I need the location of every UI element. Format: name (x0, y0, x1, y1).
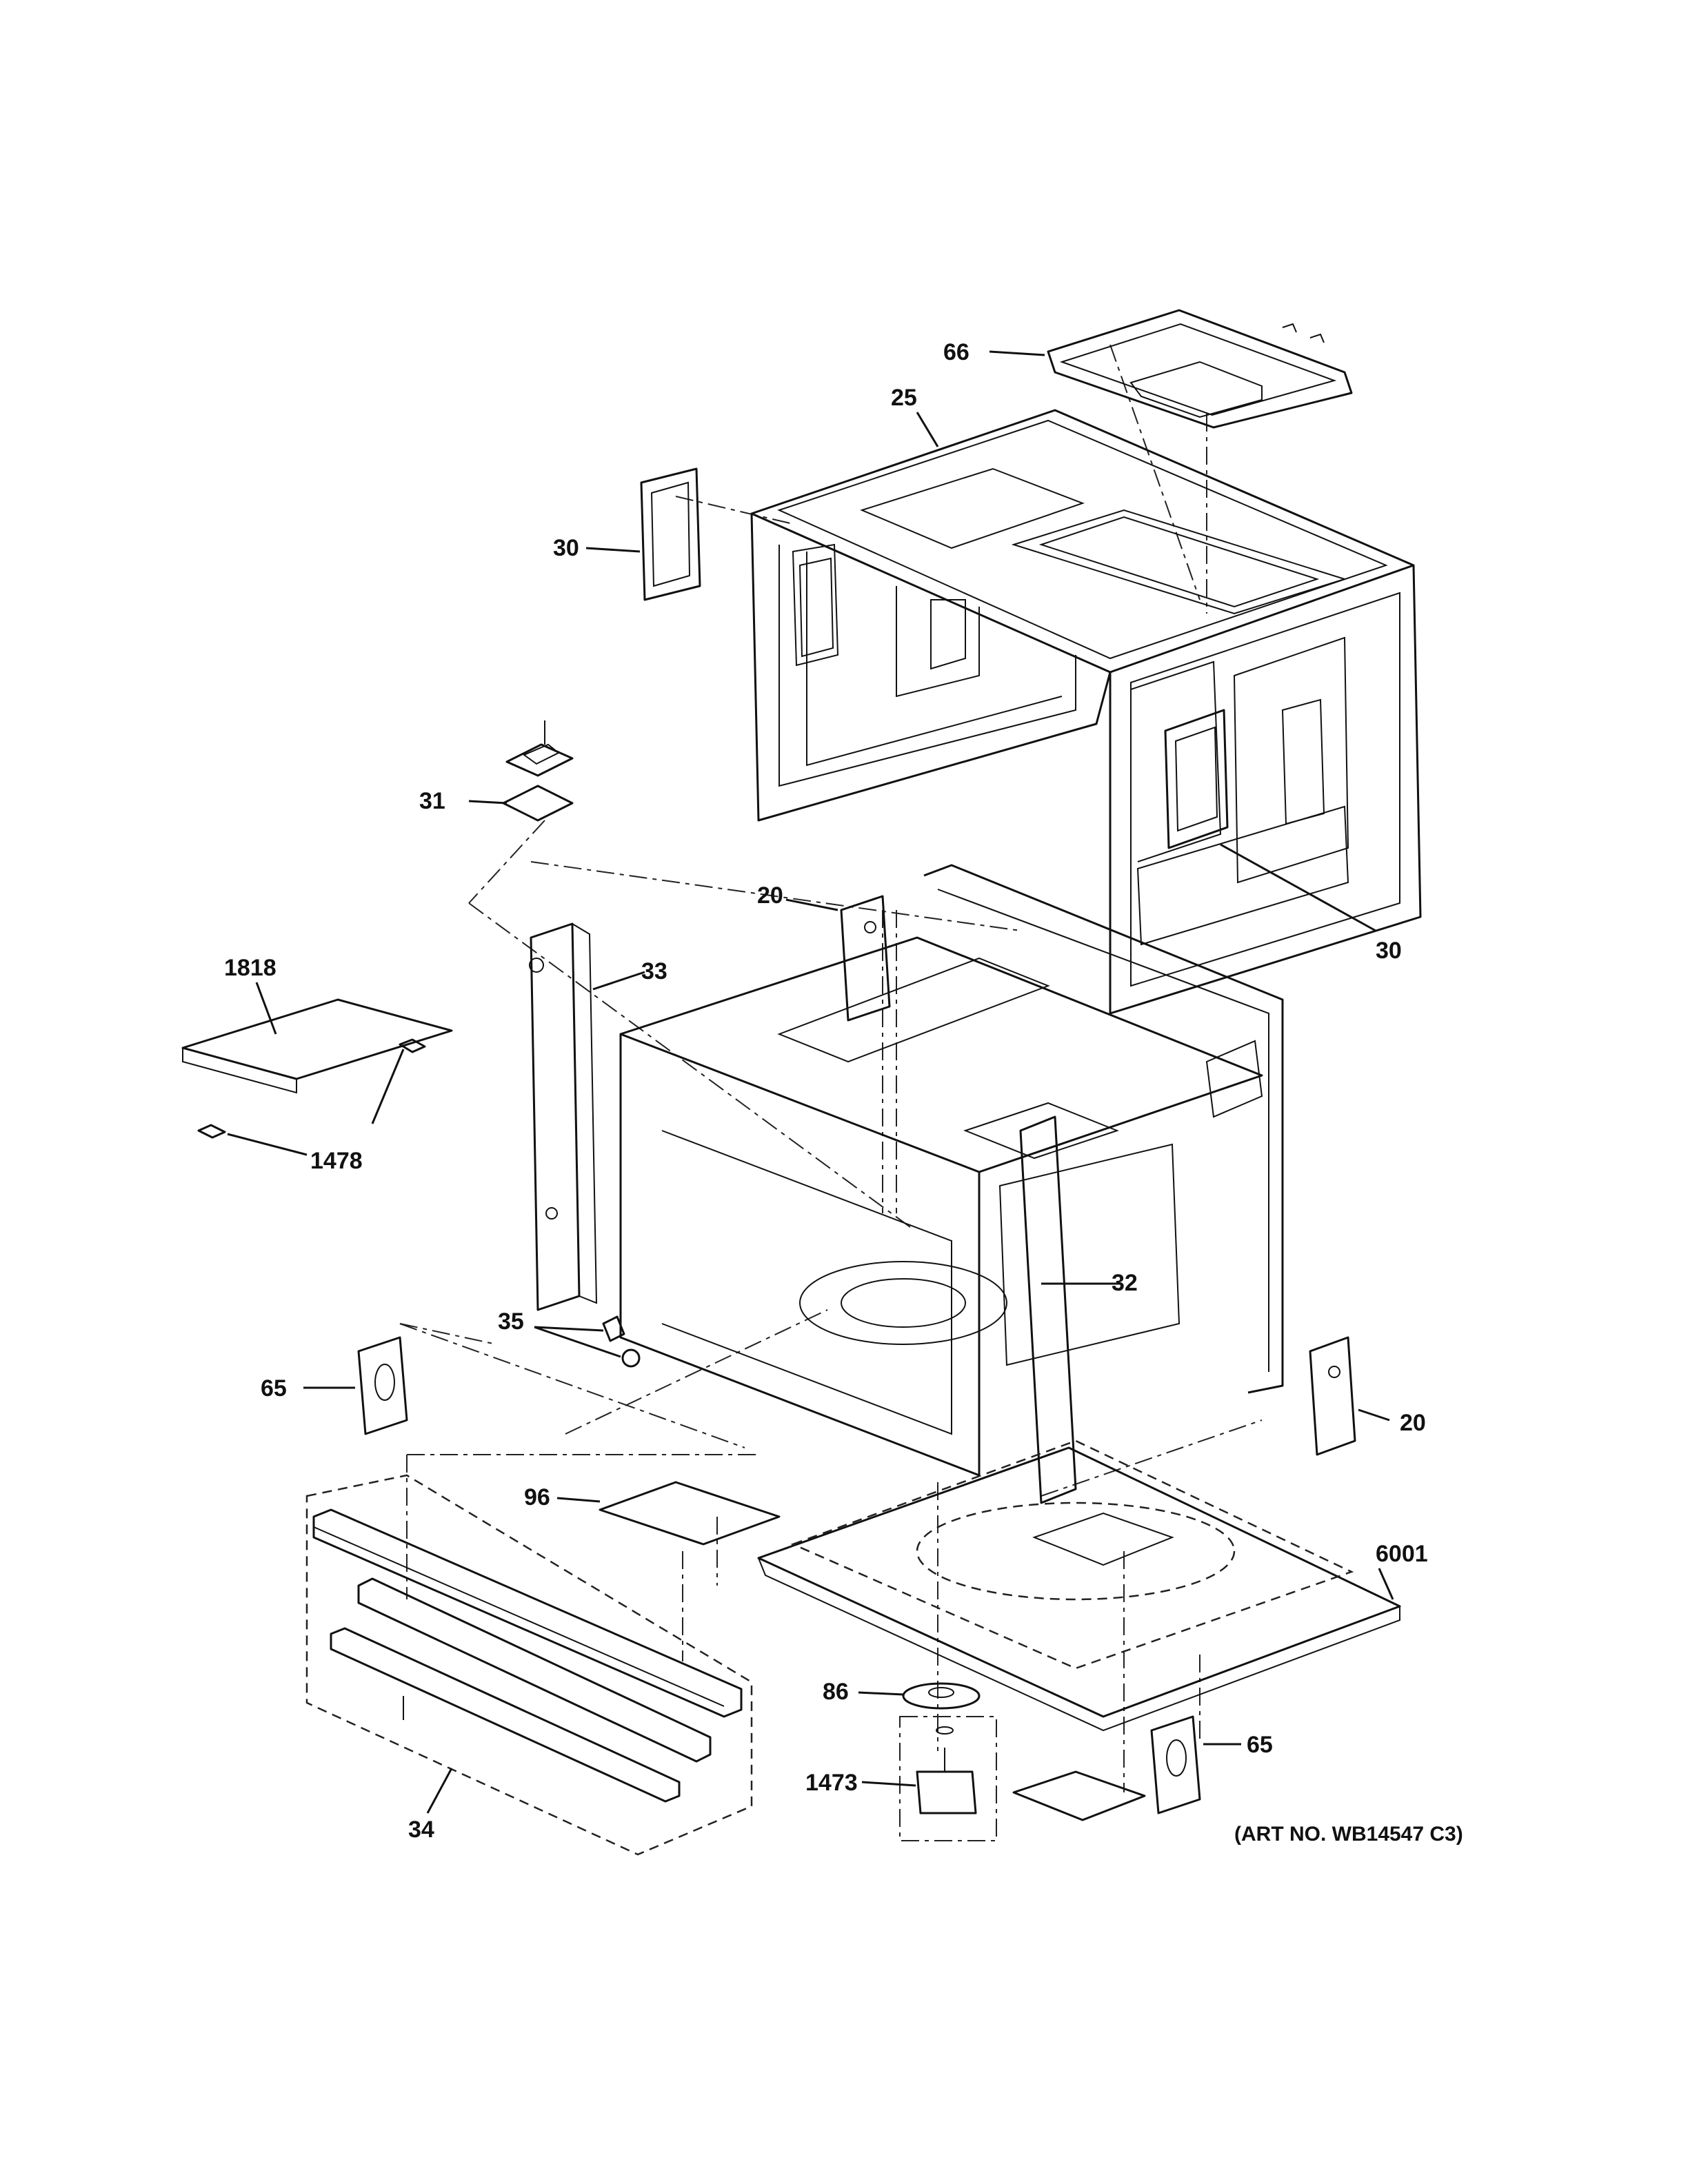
motor-cover (1012, 1770, 1146, 1821)
callout-66: 66 (943, 339, 969, 365)
part-31-sensor (502, 720, 574, 822)
leader-lines (227, 350, 1394, 1814)
callout-34: 34 (408, 1817, 434, 1843)
callout-35: 35 (498, 1308, 524, 1335)
part-20-bracket-bottom (1309, 1336, 1356, 1456)
callout-32: 32 (1112, 1270, 1138, 1296)
callout-6001: 6001 (1376, 1541, 1428, 1567)
callout-1478: 1478 (310, 1148, 363, 1174)
callout-25: 25 (891, 385, 917, 411)
part-20-bracket-top (840, 895, 891, 1022)
part-25-outer-case (750, 409, 1422, 1015)
callout-96: 96 (524, 1484, 550, 1510)
callout-20-bottom: 20 (1400, 1410, 1426, 1436)
part-30-gasket-right (1164, 709, 1229, 849)
callout-20-top: 20 (757, 882, 783, 909)
rear-cavity-panel (923, 864, 1284, 1394)
callout-1818: 1818 (224, 955, 277, 981)
callout-65-right: 65 (1247, 1732, 1273, 1758)
inner-cavity-frame (619, 936, 1263, 1504)
part-1478-feet (197, 1038, 426, 1139)
callout-65-left: 65 (261, 1375, 287, 1402)
part-66-top-cover (1047, 309, 1353, 429)
part-86-coupler (902, 1682, 981, 1710)
part-96-insulation (599, 1481, 781, 1546)
part-30-gasket-left (640, 467, 701, 601)
alignment-lines (399, 344, 1263, 1792)
callout-86: 86 (823, 1679, 849, 1705)
callout-33: 33 (641, 958, 667, 984)
part-1473-motor-group (899, 1716, 997, 1841)
part-65-bracket-left (357, 1336, 408, 1435)
callout-labels: 66 25 30 30 31 20 33 1818 1478 32 35 65 … (224, 339, 1463, 1846)
part-6001-base-plate (757, 1439, 1401, 1732)
part-65-bracket-right (1150, 1715, 1201, 1814)
callout-1473: 1473 (805, 1770, 858, 1796)
part-35-clips (602, 1315, 641, 1368)
callout-30-right: 30 (1376, 938, 1402, 964)
part-34-trim-kit (305, 1474, 753, 1856)
part-33-left-panel (529, 922, 598, 1311)
callout-30-left: 30 (553, 535, 579, 561)
part-1818-tray (181, 998, 453, 1094)
art-number: (ART NO. WB14547 C3) (1234, 1823, 1463, 1846)
callout-31: 31 (419, 788, 445, 814)
